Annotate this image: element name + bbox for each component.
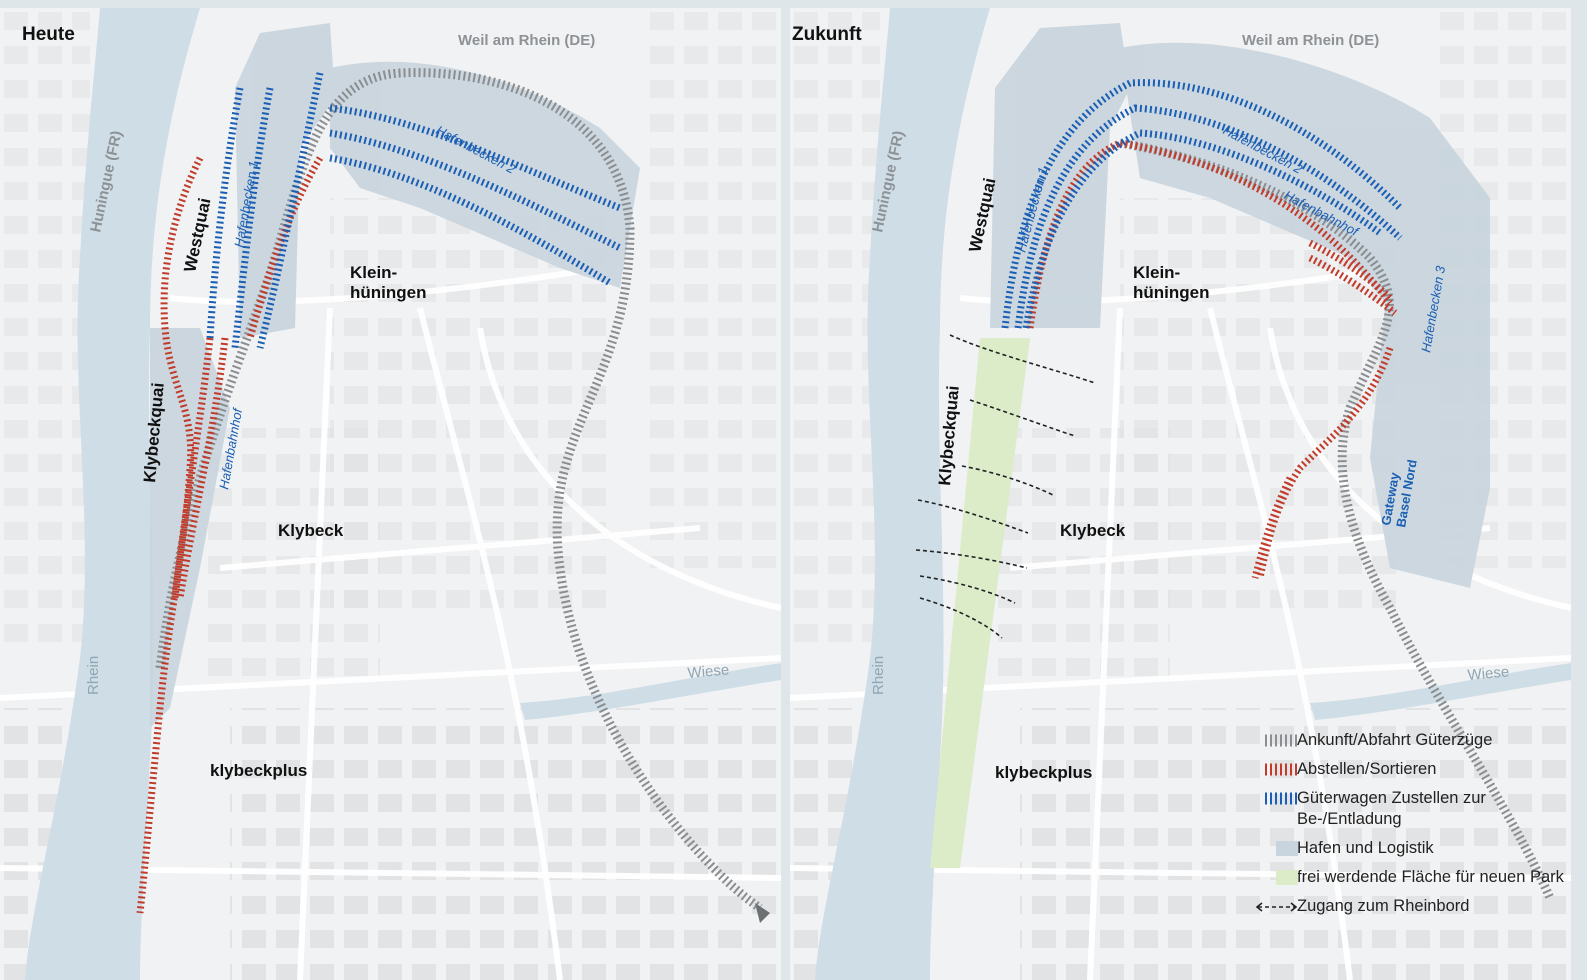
map-panel-today: Heute Weil am Rhein (DE) Huningue (FR) W… (0, 8, 781, 980)
blue-rail-icon (1265, 792, 1299, 805)
label-wiese: Wiese (1467, 663, 1510, 684)
legend-label: Abstellen/Sortieren (1297, 760, 1437, 778)
legend-label: Güterwagen Zustellen zur Be-/Entladung (1297, 789, 1486, 828)
legend-item-harbour: Hafen und Logistik (1253, 838, 1583, 859)
legend-item-arrival: Ankunft/Abfahrt Güterzüge (1253, 730, 1583, 751)
rail-sorting (1026, 139, 1398, 579)
double-arrow-icon (1255, 902, 1297, 912)
rhine-river (25, 8, 200, 980)
harbour-area (990, 23, 1490, 588)
map-panel-future: Zukunft Weil am Rhein (DE) Huningue (FR)… (790, 8, 1571, 980)
legend-label: Hafen und Logistik (1297, 839, 1434, 857)
label-klybeck: Klybeck (1060, 521, 1126, 540)
map-today-svg: Heute Weil am Rhein (DE) Huningue (FR) W… (0, 8, 781, 980)
panel-title: Zukunft (792, 24, 862, 45)
rail-arrival (1119, 138, 1555, 900)
park-area (930, 338, 1030, 868)
legend-item-park: frei werdende Fläche für neuen Park (1253, 867, 1583, 888)
legend-item-sorting: Abstellen/Sortieren (1253, 759, 1583, 780)
label-klybeckplus: klybeckplus (210, 761, 307, 780)
label-klybeckplus: klybeckplus (995, 763, 1092, 782)
rail-delivery (1001, 79, 1403, 329)
red-rail-icon (1265, 763, 1299, 776)
rhine-river (815, 8, 990, 980)
rail-delivery (206, 72, 622, 349)
label-wiese: Wiese (687, 661, 730, 682)
map-legend: Ankunft/Abfahrt Güterzüge Abstellen/Sort… (1253, 730, 1583, 925)
label-kleinhueningen-line1: Klein- (1133, 263, 1180, 282)
label-klybeck: Klybeck (278, 521, 344, 540)
panel-title: Heute (22, 24, 75, 45)
grey-rail-icon (1265, 734, 1299, 747)
label-rhein: Rhein (870, 656, 887, 695)
legend-label: Zugang zum Rheinbord (1297, 897, 1470, 915)
access-arrows (915, 334, 1096, 639)
label-kleinhueningen-line2: hüningen (1133, 283, 1209, 302)
label-rhein: Rhein (85, 656, 102, 695)
legend-label: Ankunft/Abfahrt Güterzüge (1297, 731, 1493, 749)
label-kleinhueningen-line1: Klein- (350, 263, 397, 282)
map-future-svg: Zukunft Weil am Rhein (DE) Huningue (FR)… (790, 8, 1571, 980)
park-area-swatch (1276, 870, 1298, 885)
legend-item-access: Zugang zum Rheinbord (1253, 896, 1583, 917)
legend-item-delivery: Güterwagen Zustellen zur Be-/Entladung (1253, 788, 1583, 830)
harbour-area-swatch (1276, 841, 1298, 856)
label-weil-am-rhein: Weil am Rhein (DE) (1242, 32, 1379, 49)
rail-arrowhead-icon (755, 903, 770, 923)
label-kleinhueningen-line2: hüningen (350, 283, 426, 302)
label-weil-am-rhein: Weil am Rhein (DE) (458, 32, 595, 49)
legend-label: frei werdende Fläche für neuen Park (1297, 868, 1564, 886)
